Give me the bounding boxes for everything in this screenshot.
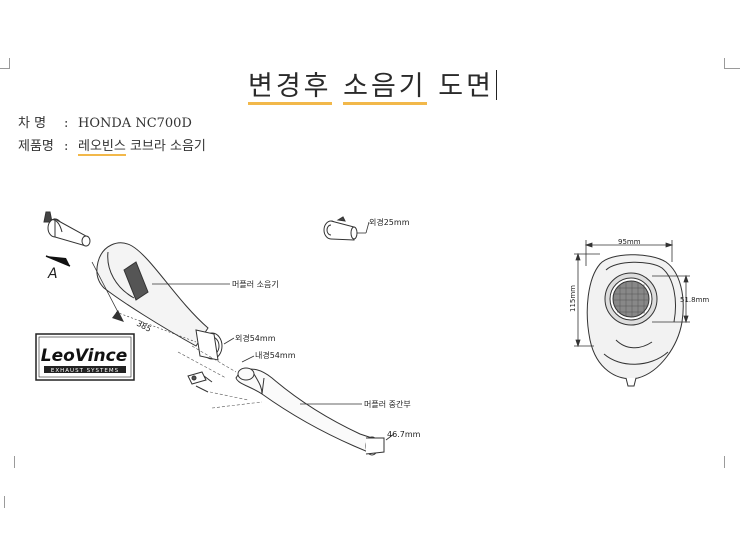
label-inner-54: 내경54mm [255,350,296,360]
vehicle-colon: : [64,116,69,131]
header-flange [43,211,91,247]
label-mid-pipe: 머플러 중간부 [364,399,411,409]
text-cursor [495,70,497,100]
leader-outer-54 [223,337,235,345]
assembly-guides [177,345,263,409]
leader-inner-54 [241,355,255,363]
dim-arrow-length [112,310,124,322]
corner-mark-top-left-v [9,58,10,68]
label-diameter-51-8: 51.8mm [680,296,709,304]
view-letter: A [47,266,58,282]
dim-line-length [91,261,121,317]
title-word-1: 변경후 [248,71,332,105]
product-brand: 레오빈스 [78,139,126,156]
corner-mark-top-right-v [724,58,725,68]
vehicle-label: 차 명 [18,116,47,131]
vehicle-line: 차 명: HONDA NC700D [18,112,192,131]
logo-brand: LeoVince [41,346,127,366]
dim-diameter-51-8 [652,274,690,324]
corner-mark-bottom-left [14,456,15,468]
product-label: 제품명 [18,139,54,154]
leovince-logo: LeoVince EXHAUST SYSTEMS [35,333,135,381]
dim-width-95 [584,240,674,266]
title-word-3: 도면 [438,71,494,102]
clamp [187,371,213,393]
product-line: 제품명: 레오빈스 코브라 소음기 [18,135,206,156]
label-outer-54: 외경54mm [235,333,276,343]
label-width-95: 95mm [618,238,641,246]
end-view [586,254,684,387]
corner-mark-bottom-left-2 [4,496,5,508]
mid-pipe [235,367,385,456]
muffler-body [96,242,223,361]
leader-outlet [385,433,395,441]
view-a-arrow [45,255,71,267]
page-title: 변경후 소음기 도면 [248,64,497,105]
label-height-115: 115mm [569,285,577,312]
corner-mark-bottom-right [724,456,725,468]
corner-mark-top-right-h [724,68,740,69]
end-view-mesh [613,281,649,317]
label-length: 385 [135,319,153,334]
label-outlet: 46.7mm [387,430,421,439]
vehicle-value: HONDA NC700D [78,116,192,131]
product-colon: : [64,139,69,154]
product-name: 코브라 소음기 [125,139,206,154]
dim-height-115 [574,252,600,348]
corner-mark-top-left-h [0,68,10,69]
fitting-25mm [323,216,358,241]
logo-sub: EXHAUST SYSTEMS [51,368,119,374]
label-outer-25: 외경25mm [369,217,410,227]
title-word-2: 소음기 [343,71,427,105]
label-muffler: 머플러 소음기 [232,280,279,289]
